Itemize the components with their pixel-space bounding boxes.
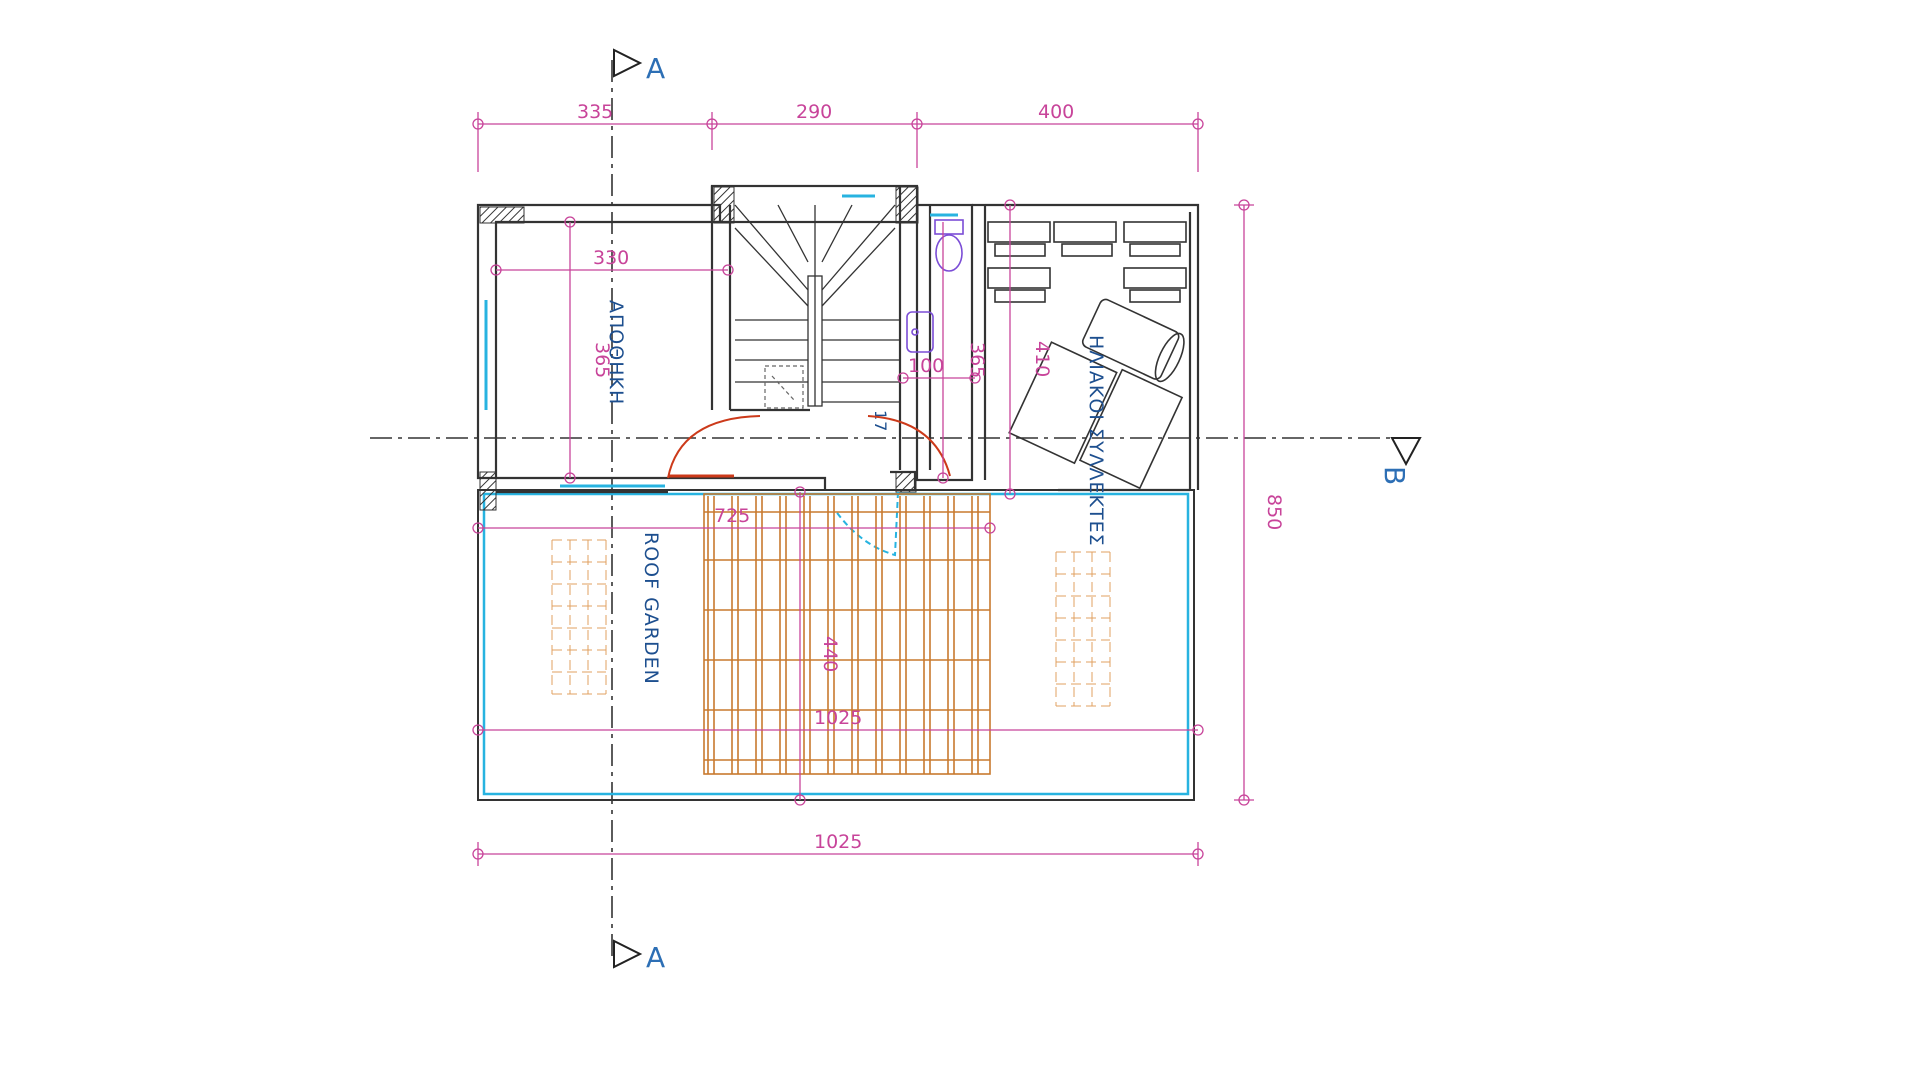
dim-top-2: 290: [796, 101, 832, 123]
section-label-a-bottom: A: [646, 941, 665, 974]
pergola: [703, 493, 991, 775]
stair-tag: 17: [871, 410, 890, 432]
section-label-b: B: [1378, 466, 1411, 485]
room-label-solar: ΗΛΙΑΚΟΙ ΣΥΛΛΕΚΤΕΣ: [1085, 335, 1107, 547]
appliance-box: [764, 365, 804, 409]
section-marker-a-bottom: A: [613, 939, 665, 974]
dim-wc-width: 100: [908, 355, 944, 377]
windows: [484, 194, 958, 488]
columns: [479, 186, 919, 511]
room-label-storage: ΑΠΟΘΗΚΗ: [605, 300, 627, 405]
wc-fixtures: [906, 219, 964, 353]
dim-top-3: 400: [1038, 101, 1074, 123]
section-label-a-top: A: [646, 52, 665, 85]
staircase: [734, 204, 900, 407]
section-marker-a-top: A: [613, 48, 665, 85]
dim-inner-width: 1025: [814, 707, 862, 729]
dim-bottom-width: 1025: [814, 831, 862, 853]
planter-left: [551, 539, 607, 695]
dim-terrace-depth: 440: [819, 636, 841, 672]
section-marker-b: B: [1378, 437, 1422, 485]
dim-storage-height: 365: [591, 342, 613, 378]
dim-wc-height: 365: [966, 342, 988, 378]
planter-right: [1055, 551, 1111, 707]
pergola-frame: [703, 493, 991, 775]
dim-terrace-width: 725: [714, 505, 750, 527]
dimension-lines: [472, 112, 1254, 866]
solar-collectors: [987, 221, 1187, 490]
dim-solar-height: 410: [1031, 341, 1053, 377]
room-label-roof-garden: ROOF GARDEN: [640, 532, 662, 685]
section-lines: [370, 60, 1395, 960]
doors: [667, 415, 951, 557]
dim-top-1: 335: [577, 101, 613, 123]
dim-storage-width: 330: [593, 247, 629, 269]
dim-total-height: 850: [1263, 494, 1285, 530]
